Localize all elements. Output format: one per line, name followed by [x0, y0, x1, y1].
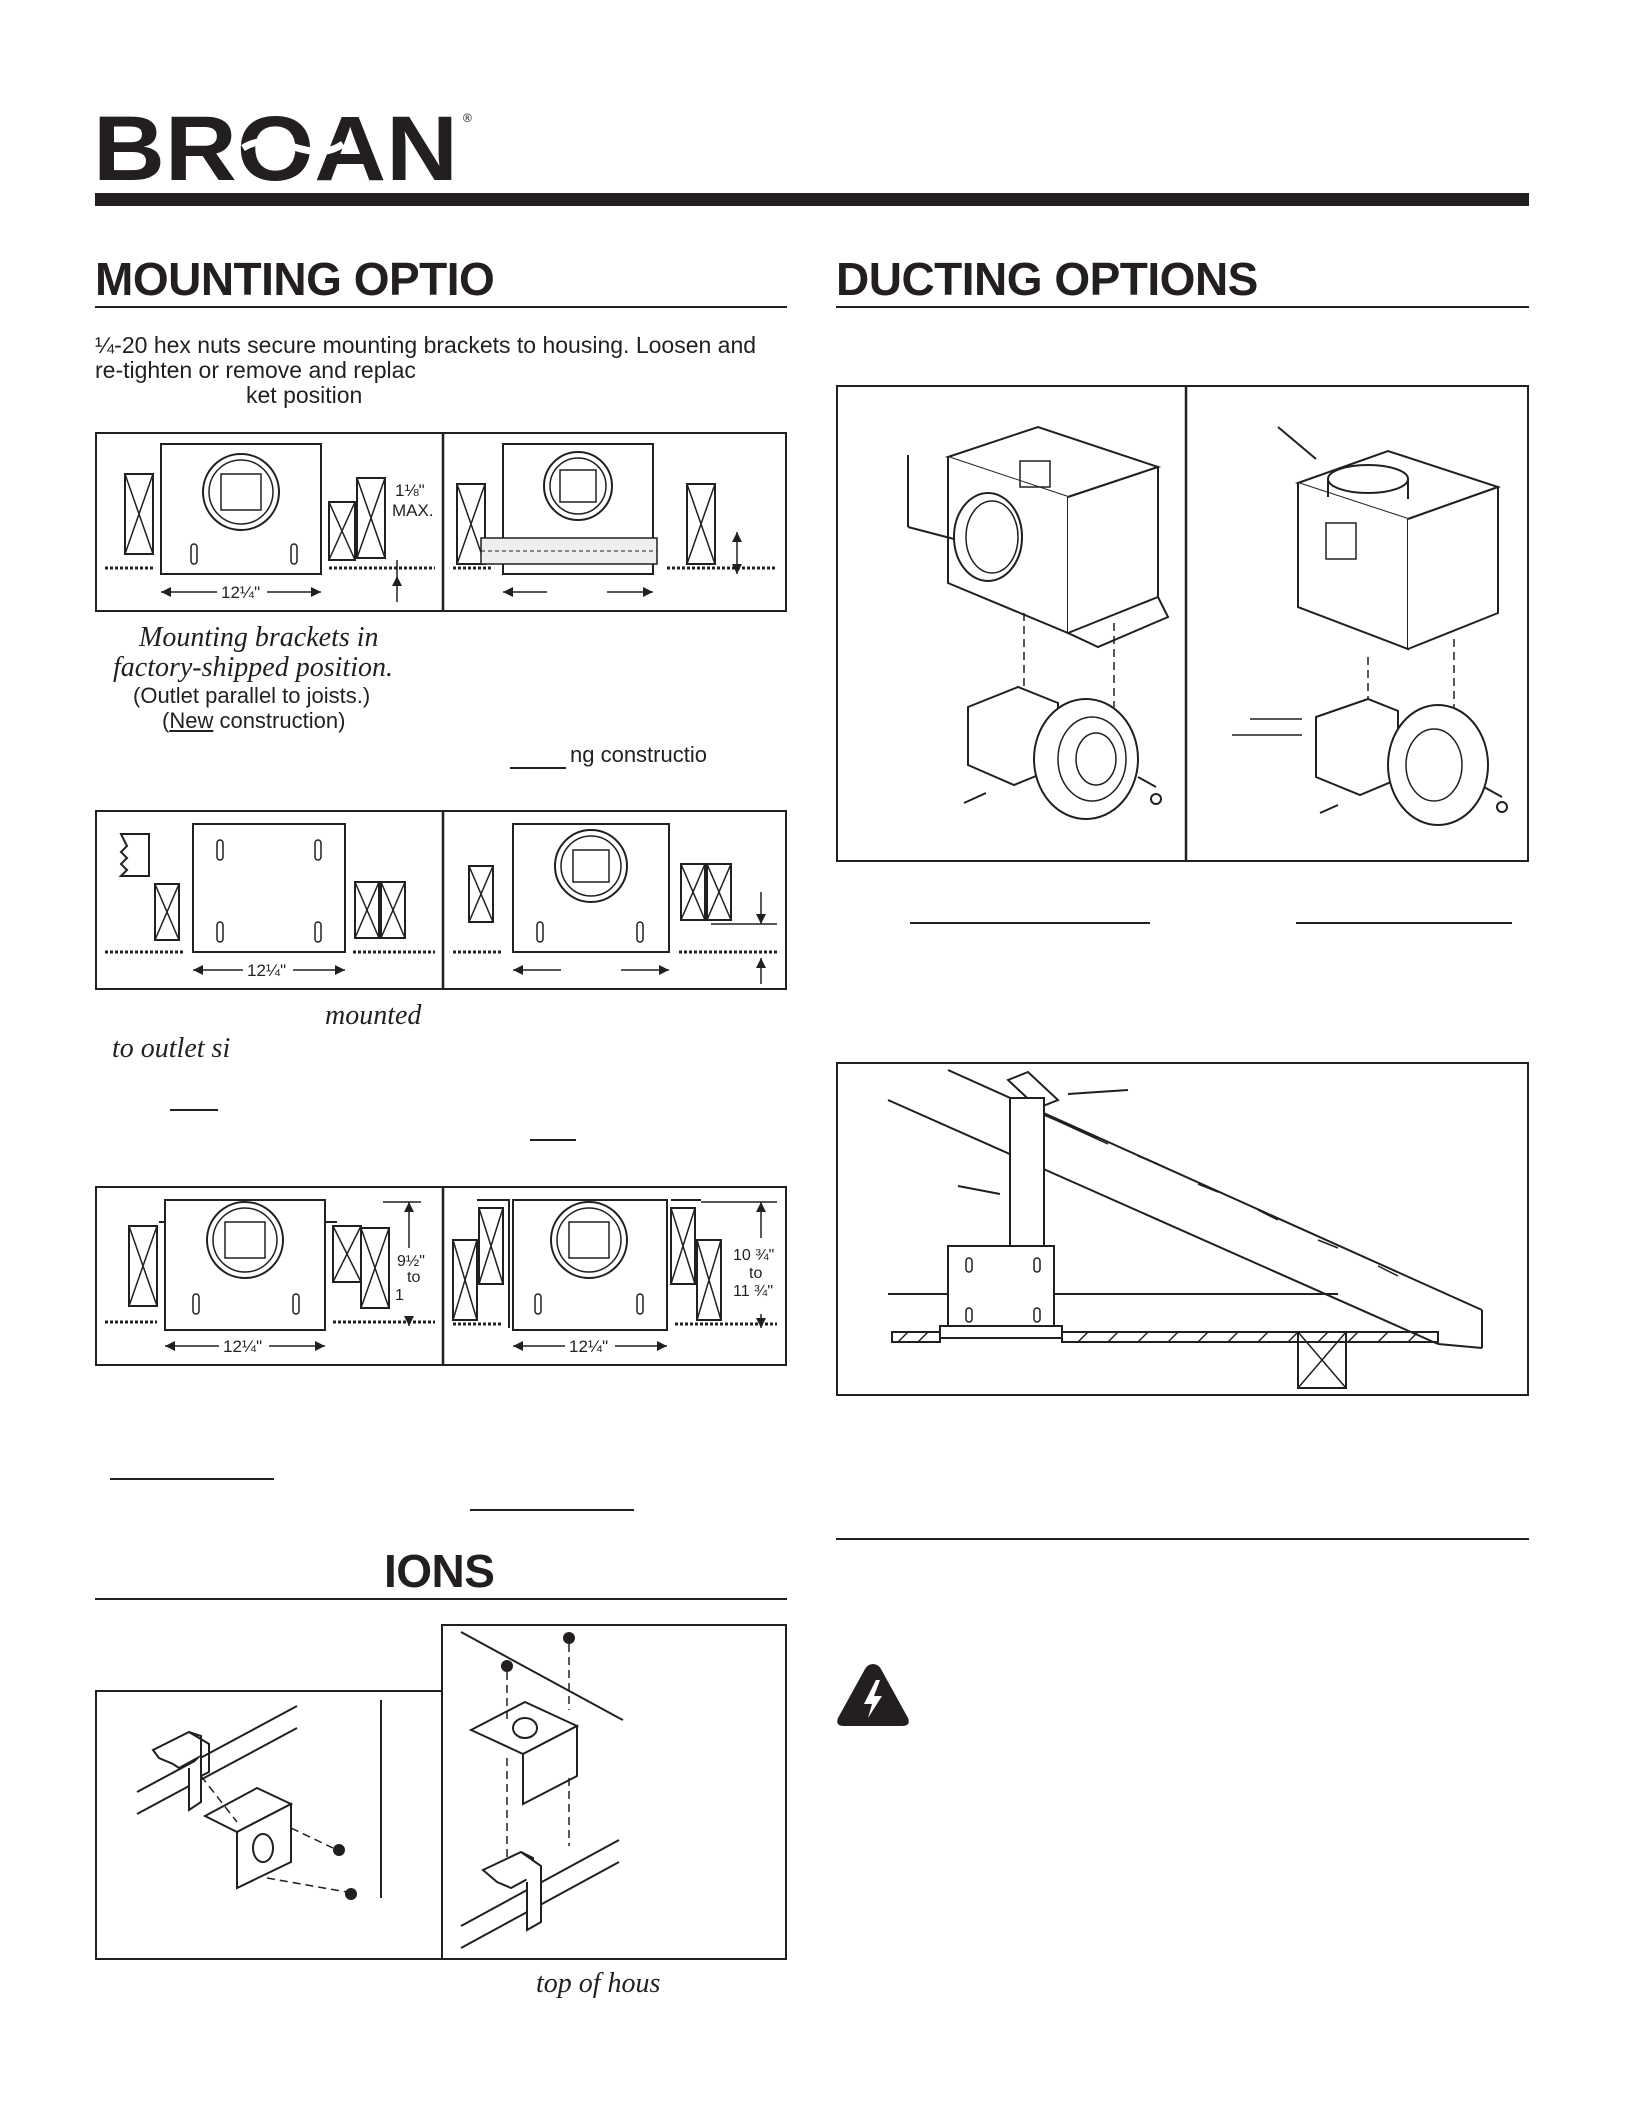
caption-italic: factory-shipped position. — [113, 652, 393, 683]
caption-italic: mounted — [325, 1000, 422, 1031]
electrical-warning-icon — [834, 1660, 912, 1730]
svg-text:to: to — [407, 1269, 420, 1286]
broan-logo: BROAN ® — [93, 98, 483, 200]
section-rule — [836, 1538, 1529, 1540]
section-heading: IONS — [384, 1545, 495, 1597]
svg-text:12¼": 12¼" — [221, 583, 260, 602]
underline — [910, 922, 1150, 924]
caption-italic: top of hous — [536, 1968, 661, 1999]
underline — [470, 1509, 634, 1511]
figure-3: 9½" to 1 12¼" 10 ¾" to 11 ¾" — [95, 1186, 787, 1366]
svg-text:BROAN: BROAN — [93, 108, 458, 186]
heading-rule — [95, 306, 787, 308]
intro-line-2: re-tighten or remove and replac — [95, 357, 416, 383]
svg-text:10 ¾": 10 ¾" — [733, 1247, 774, 1264]
figure-2: 12¼" — [95, 810, 787, 990]
header-bar — [95, 193, 1529, 206]
svg-text:MAX.: MAX. — [392, 501, 434, 520]
intro-line-1: ¼-20 hex nuts secure mounting brackets t… — [95, 332, 757, 358]
mounting-options-heading: MOUNTING OPTIO — [95, 253, 495, 305]
intro-line-3: ket position — [246, 382, 363, 408]
svg-text:12¼": 12¼" — [223, 1337, 262, 1356]
roof-figure — [836, 1062, 1529, 1396]
underline — [1296, 922, 1512, 924]
underline — [510, 767, 566, 769]
underline — [170, 1109, 218, 1111]
bracket-figure-left — [95, 1690, 443, 1960]
underline — [110, 1478, 274, 1480]
svg-text:to: to — [749, 1265, 762, 1282]
underline — [530, 1139, 576, 1141]
svg-text:11 ¾": 11 ¾" — [733, 1283, 773, 1300]
caption-text: (Outlet parallel to joists.) — [133, 683, 371, 708]
caption-italic: to outlet si — [112, 1033, 231, 1064]
bracket-figure-right — [441, 1624, 787, 1960]
registered-mark: ® — [463, 111, 472, 125]
svg-text:9½": 9½" — [397, 1253, 425, 1270]
ducting-options-heading: DUCTING OPTIONS — [836, 253, 1258, 305]
svg-text:1⅛": 1⅛" — [395, 481, 425, 500]
heading-rule — [836, 306, 1529, 308]
svg-text:12¼": 12¼" — [569, 1337, 608, 1356]
caption-italic: Mounting brackets in — [139, 622, 379, 653]
figure-1: 12¼" 1⅛" MAX. — [95, 432, 787, 612]
caption-text: (New construction) — [162, 708, 346, 733]
caption-text: ng constructio — [570, 742, 707, 767]
svg-text:1: 1 — [395, 1287, 404, 1304]
heading-rule — [95, 1598, 787, 1600]
ducting-figure — [836, 385, 1529, 862]
svg-text:12¼": 12¼" — [247, 961, 286, 980]
